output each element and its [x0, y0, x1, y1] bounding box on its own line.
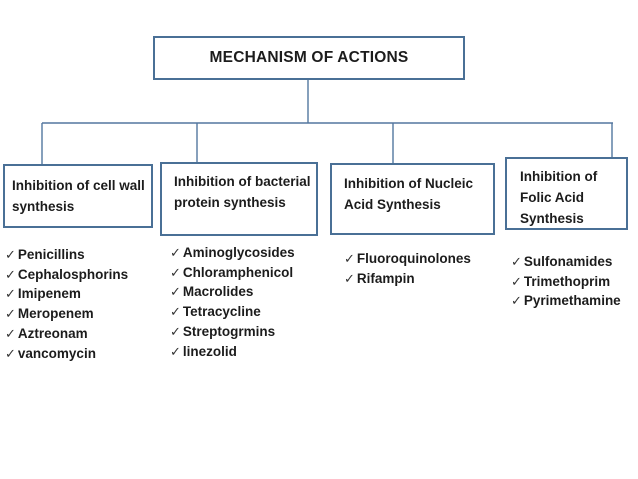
- drug-name: Imipenem: [17, 286, 81, 302]
- branch-label: Inhibition of Nucleic Acid Synthesis: [344, 176, 473, 212]
- drug-item: ✓vancomycin: [5, 344, 128, 364]
- check-icon: ✓: [170, 304, 181, 320]
- drug-item: ✓Aztreonam: [5, 324, 128, 344]
- check-icon: ✓: [170, 245, 181, 260]
- drug-name: Trimethoprim: [523, 273, 611, 289]
- branch-label: Inhibition of Folic Acid Synthesis: [520, 169, 598, 226]
- drug-list-protein-synthesis: ✓Aminoglycosides ✓Chloramphenicol ✓Macro…: [170, 243, 295, 361]
- diagram-title: MECHANISM OF ACTIONS: [209, 49, 409, 66]
- check-icon: ✓: [170, 264, 181, 280]
- check-icon: ✓: [344, 251, 355, 266]
- check-icon: ✓: [5, 247, 16, 262]
- drug-list-nucleic-acid: ✓Fluoroquinolones ✓Rifampin: [344, 249, 471, 288]
- drug-name: Aminoglycosides: [182, 245, 295, 260]
- check-icon: ✓: [511, 293, 522, 309]
- check-icon: ✓: [511, 254, 522, 269]
- drug-name: Sulfonamides: [523, 254, 613, 269]
- branch-box-protein-synthesis: Inhibition of bacterial protein synthesi…: [160, 162, 318, 236]
- check-icon: ✓: [170, 284, 181, 300]
- drug-name: Macrolides: [182, 284, 254, 300]
- drug-item: ✓Sulfonamides: [511, 252, 621, 272]
- drug-item: ✓Aminoglycosides: [170, 243, 295, 263]
- drug-item: ✓Fluoroquinolones: [344, 249, 471, 269]
- drug-name: Cephalosphorins: [17, 266, 129, 282]
- branch-label: Inhibition of cell wall synthesis: [12, 178, 145, 214]
- check-icon: ✓: [170, 343, 181, 359]
- check-icon: ✓: [5, 306, 16, 322]
- check-icon: ✓: [344, 270, 355, 286]
- drug-item: ✓Trimethoprim: [511, 272, 621, 292]
- drug-name: Streptogrmins: [182, 323, 276, 339]
- drug-name: Meropenem: [17, 306, 94, 322]
- drug-item: ✓Macrolides: [170, 282, 295, 302]
- branch-box-folic-acid: Inhibition of Folic Acid Synthesis: [505, 157, 628, 230]
- drug-item: ✓Chloramphenicol: [170, 263, 295, 283]
- check-icon: ✓: [511, 273, 522, 289]
- drug-name: Rifampin: [356, 270, 415, 286]
- drug-name: Aztreonam: [17, 325, 88, 341]
- drug-item: ✓linezolid: [170, 342, 295, 362]
- check-icon: ✓: [5, 325, 16, 341]
- title-box: MECHANISM OF ACTIONS: [153, 36, 465, 80]
- check-icon: ✓: [5, 286, 16, 302]
- drug-item: ✓Penicillins: [5, 245, 128, 265]
- drug-item: ✓Streptogrmins: [170, 322, 295, 342]
- drug-list-cell-wall: ✓Penicillins ✓Cephalosphorins ✓Imipenem …: [5, 245, 128, 363]
- drug-name: Tetracycline: [182, 304, 261, 320]
- branch-box-nucleic-acid: Inhibition of Nucleic Acid Synthesis: [330, 163, 495, 235]
- branch-box-cell-wall: Inhibition of cell wall synthesis: [3, 164, 153, 228]
- check-icon: ✓: [5, 345, 16, 361]
- check-icon: ✓: [170, 323, 181, 339]
- drug-item: ✓Tetracycline: [170, 302, 295, 322]
- drug-item: ✓Cephalosphorins: [5, 265, 128, 285]
- drug-name: vancomycin: [17, 345, 96, 361]
- drug-name: Penicillins: [17, 247, 85, 262]
- drug-name: Pyrimethamine: [523, 293, 621, 309]
- drug-list-folic-acid: ✓Sulfonamides ✓Trimethoprim ✓Pyrimethami…: [511, 252, 621, 311]
- drug-name: Chloramphenicol: [182, 264, 294, 280]
- drug-item: ✓Meropenem: [5, 304, 128, 324]
- drug-name: Fluoroquinolones: [356, 251, 471, 266]
- drug-item: ✓Imipenem: [5, 284, 128, 304]
- drug-item: ✓Pyrimethamine: [511, 291, 621, 311]
- check-icon: ✓: [5, 266, 16, 282]
- drug-name: linezolid: [182, 343, 237, 359]
- drug-item: ✓Rifampin: [344, 269, 471, 289]
- branch-label: Inhibition of bacterial protein synthesi…: [174, 174, 311, 210]
